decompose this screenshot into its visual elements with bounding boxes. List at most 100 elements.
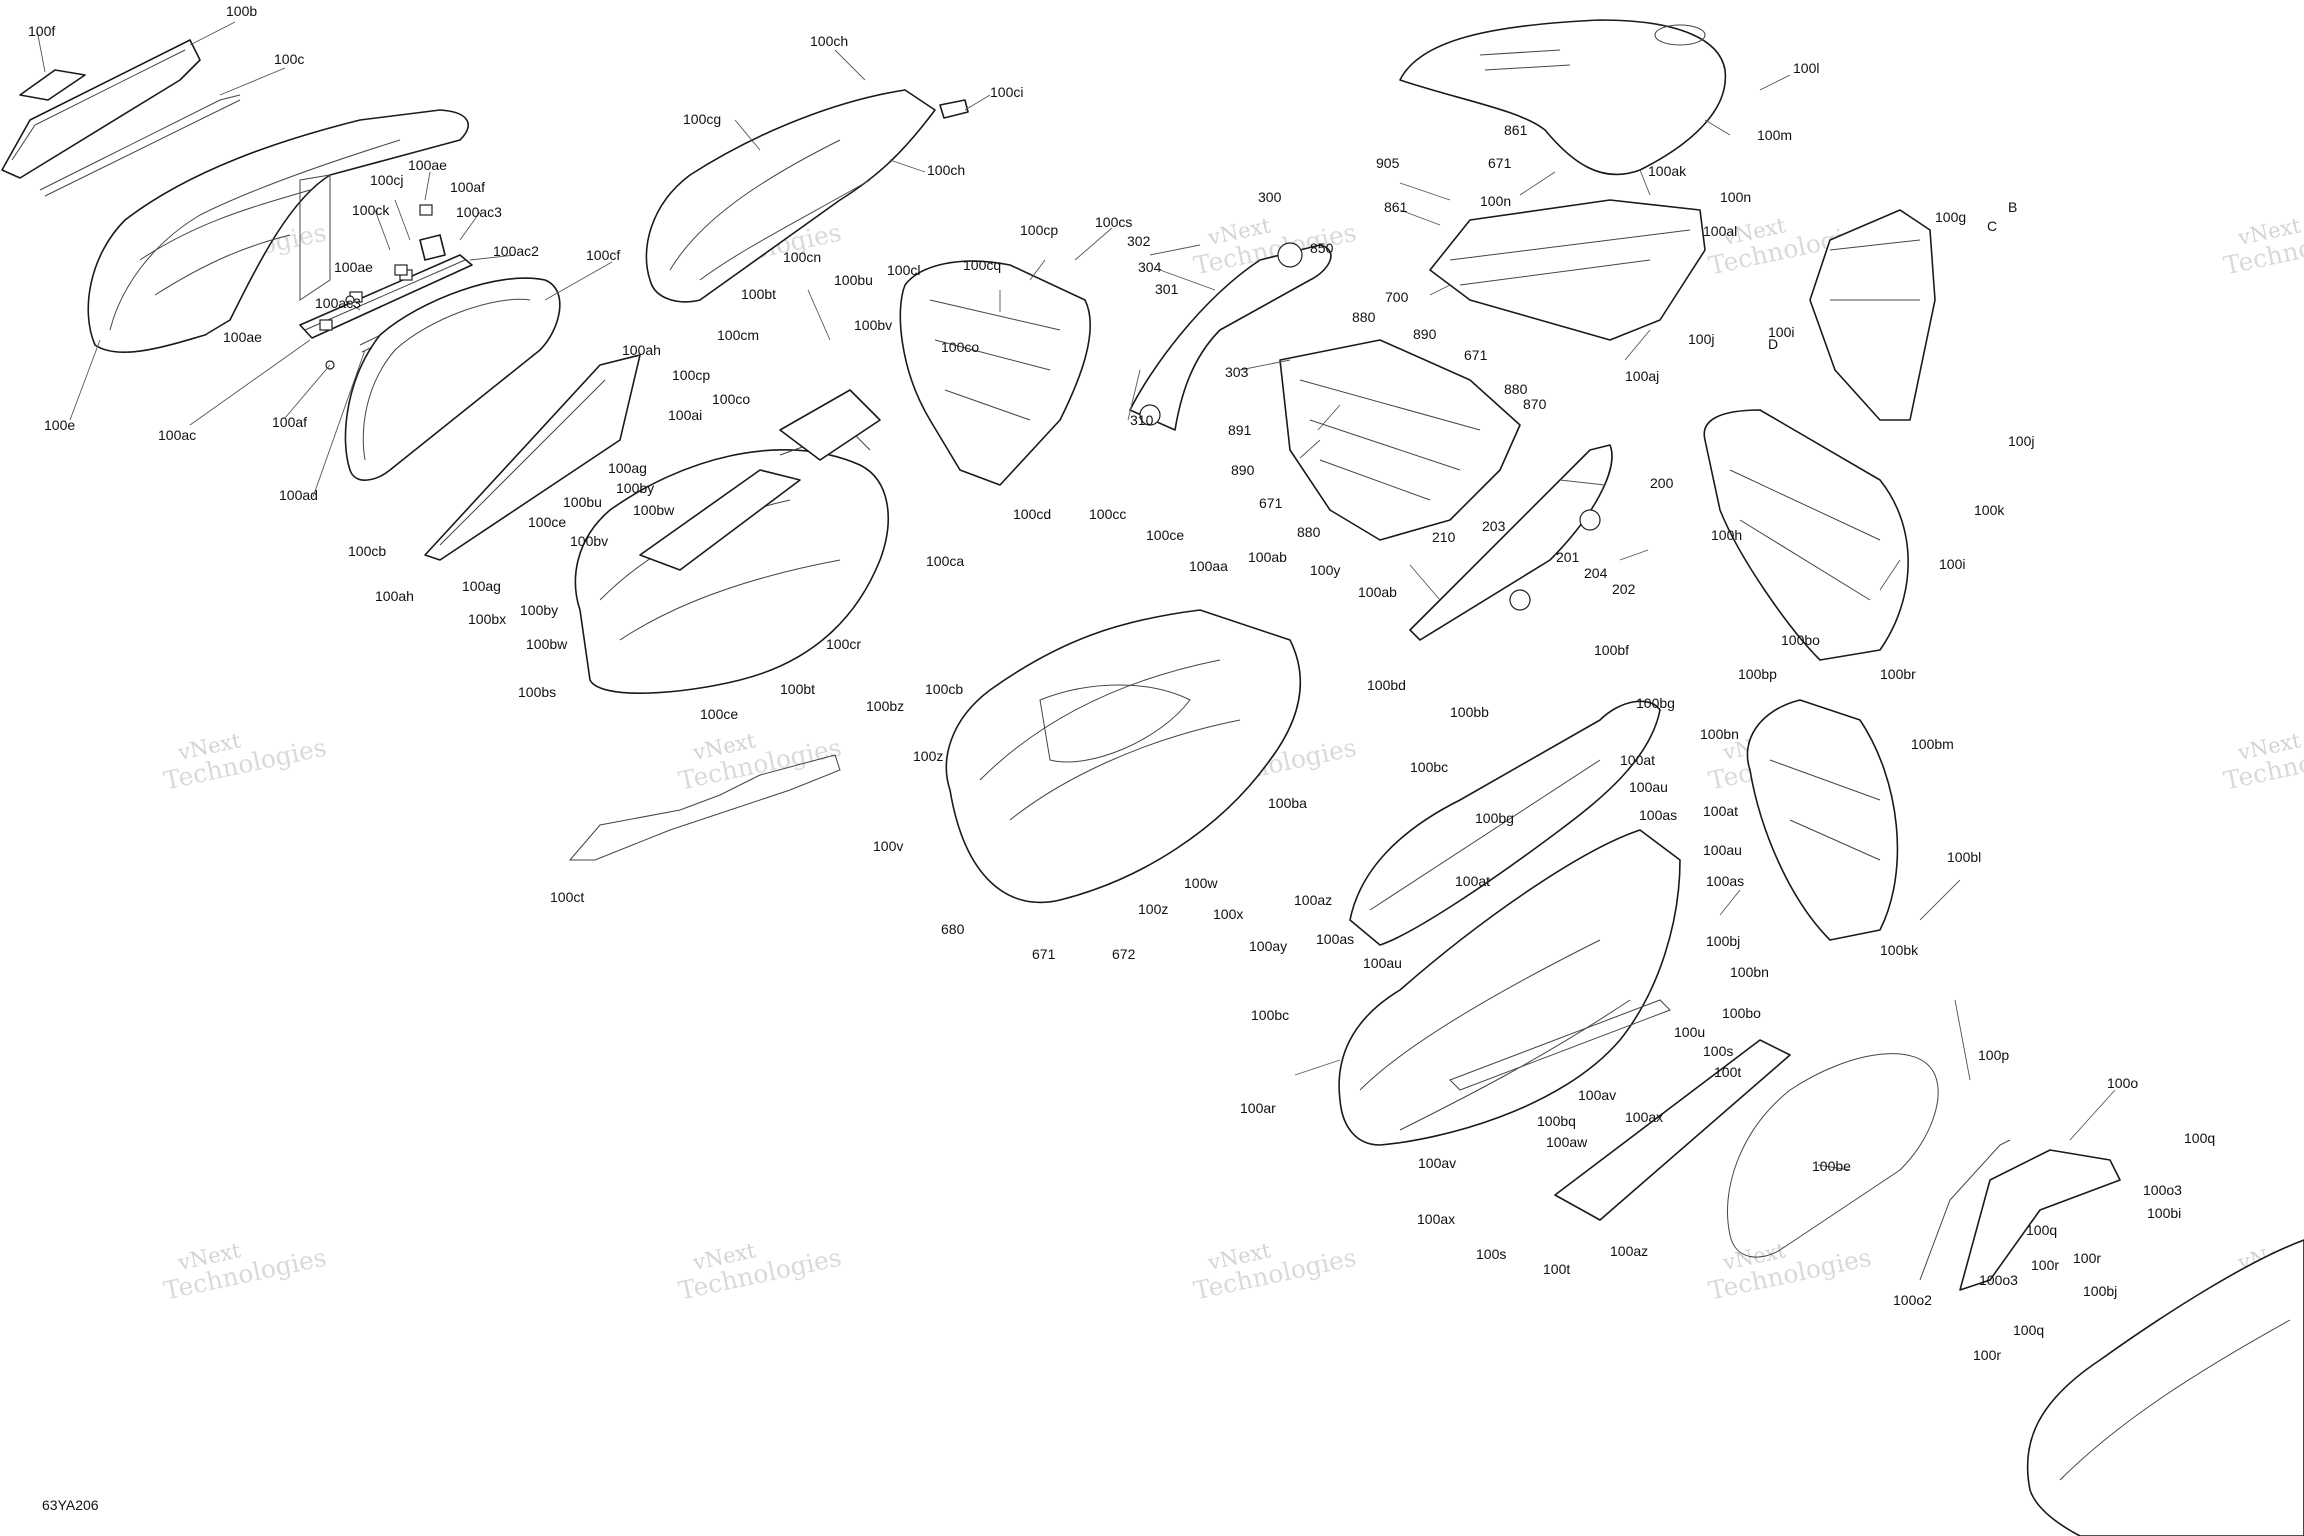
callout-302: 302 — [1127, 233, 1151, 249]
callout-672: 672 — [1112, 946, 1136, 962]
callout-310: 310 — [1130, 412, 1154, 428]
callout-100bj: 100bj — [2083, 1283, 2117, 1299]
callout-870: 870 — [1523, 396, 1547, 412]
callout-100ar: 100ar — [1240, 1100, 1276, 1116]
callout-100v: 100v — [873, 838, 903, 854]
callout-100f: 100f — [28, 23, 55, 39]
callout-100cb: 100cb — [348, 543, 386, 559]
callout-100i: 100i — [1768, 324, 1794, 340]
callout-100ac2: 100ac2 — [493, 243, 539, 259]
callout-671: 671 — [1488, 155, 1512, 171]
callout-100h: 100h — [1711, 527, 1742, 543]
callout-100ce: 100ce — [528, 514, 566, 530]
callout-100u: 100u — [1674, 1024, 1705, 1040]
callout-100bx: 100bx — [468, 611, 506, 627]
callout-100cd: 100cd — [1013, 506, 1051, 522]
callout-100ac: 100ac — [158, 427, 196, 443]
callout-100ba: 100ba — [1268, 795, 1307, 811]
part-100f — [19, 69, 86, 101]
callout-100ac3: 100ac3 — [456, 204, 502, 220]
callout-203: 203 — [1482, 518, 1506, 534]
callout-100j: 100j — [1688, 331, 1714, 347]
part-lid-right — [2026, 1239, 2304, 1536]
callout-100aa: 100aa — [1189, 558, 1228, 574]
parts — [1, 19, 2304, 1536]
callout-100bn: 100bn — [1730, 964, 1769, 980]
part-100v — [945, 609, 1302, 904]
callout-100q: 100q — [2184, 1130, 2215, 1146]
callout-880: 880 — [1352, 309, 1376, 325]
callout-204: 204 — [1584, 565, 1608, 581]
callout-100ag: 100ag — [462, 578, 501, 594]
part-100be — [1727, 1053, 1939, 1258]
callout-861: 861 — [1384, 199, 1408, 215]
callout-D: D — [1768, 336, 1778, 352]
callout-100p: 100p — [1978, 1047, 2009, 1063]
callout-100z: 100z — [913, 748, 943, 764]
callout-100ai: 100ai — [668, 407, 702, 423]
callout-100o3: 100o3 — [1979, 1272, 2018, 1288]
callout-100cn: 100cn — [783, 249, 821, 265]
callout-100n: 100n — [1480, 193, 1511, 209]
callout-100o2: 100o2 — [1893, 1292, 1932, 1308]
leader-lines — [36, 21, 2116, 1171]
callout-100as: 100as — [1639, 807, 1677, 823]
part-100cb — [424, 354, 641, 561]
callout-100ah: 100ah — [375, 588, 414, 604]
callout-303: 303 — [1225, 364, 1249, 380]
callout-100bb: 100bb — [1450, 704, 1489, 720]
callout-880: 880 — [1297, 524, 1321, 540]
callout-200: 200 — [1650, 475, 1674, 491]
callout-671: 671 — [1464, 347, 1488, 363]
part-100bs — [574, 449, 889, 694]
callout-100ag: 100ag — [608, 460, 647, 476]
callout-100ce: 100ce — [700, 706, 738, 722]
callout-210: 210 — [1432, 529, 1456, 545]
part-100bk — [1746, 699, 1899, 941]
callout-100cg: 100cg — [683, 111, 721, 127]
callout-100ax: 100ax — [1417, 1211, 1455, 1227]
callout-100av: 100av — [1578, 1087, 1616, 1103]
part-100az-liner — [1554, 1039, 1791, 1221]
callout-890: 890 — [1231, 462, 1255, 478]
part-100cl — [899, 260, 1092, 486]
callout-300: 300 — [1258, 189, 1282, 205]
callout-100ca: 100ca — [926, 553, 964, 569]
part-100aj — [1429, 199, 1706, 341]
part-300 — [1129, 244, 1332, 431]
callout-100cr: 100cr — [826, 636, 861, 652]
callout-100ch: 100ch — [810, 33, 848, 49]
callout-671: 671 — [1032, 946, 1056, 962]
callout-100s: 100s — [1703, 1043, 1733, 1059]
callout-680: 680 — [941, 921, 965, 937]
callout-100ci: 100ci — [990, 84, 1023, 100]
callout-100ah: 100ah — [622, 342, 661, 358]
callout-890: 890 — [1413, 326, 1437, 342]
callout-100o3: 100o3 — [2143, 1182, 2182, 1198]
callout-100au: 100au — [1629, 779, 1668, 795]
callout-202: 202 — [1612, 581, 1636, 597]
callout-100bl: 100bl — [1947, 849, 1981, 865]
callout-100q: 100q — [2026, 1222, 2057, 1238]
callout-100l: 100l — [1793, 60, 1819, 76]
callout-301: 301 — [1155, 281, 1179, 297]
callout-100bt: 100bt — [780, 681, 815, 697]
callout-100z: 100z — [1138, 901, 1168, 917]
callout-100br: 100br — [1880, 666, 1916, 682]
callout-100as: 100as — [1706, 873, 1744, 889]
callout-100g: 100g — [1935, 209, 1966, 225]
callout-100ae: 100ae — [223, 329, 262, 345]
callout-100bc: 100bc — [1251, 1007, 1289, 1023]
callout-100bw: 100bw — [526, 636, 568, 652]
part-100ci — [939, 99, 969, 119]
callout-100bv: 100bv — [854, 317, 892, 333]
part-100ct — [568, 754, 841, 861]
part-100o — [1959, 1149, 2121, 1291]
callout-100ch: 100ch — [927, 162, 965, 178]
callout-100co: 100co — [941, 339, 979, 355]
callout-100au: 100au — [1363, 955, 1402, 971]
callout-100ay: 100ay — [1249, 938, 1287, 954]
callout-891: 891 — [1228, 422, 1252, 438]
callout-100ak: 100ak — [1648, 163, 1687, 179]
